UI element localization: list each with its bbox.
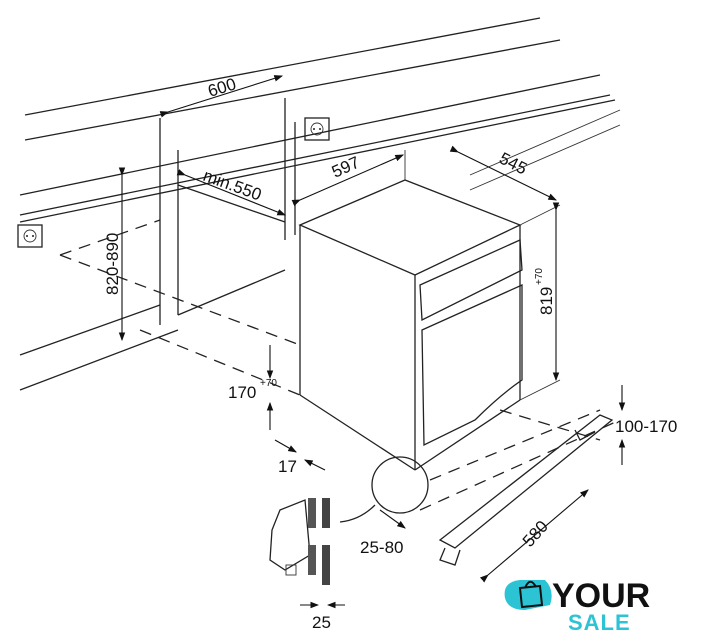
niche-width-label: 600 [206, 74, 239, 100]
niche-height-label: 820-890 [103, 233, 122, 295]
yoursale-logo: YOUR SALE [504, 577, 650, 635]
side-gap-label: 17 [278, 457, 297, 476]
logo-line1: YOUR [552, 577, 650, 615]
plinth-board [438, 414, 614, 566]
appliance-depth-label: 545 [496, 149, 530, 179]
floor-guide-lines [59, 219, 621, 511]
upper-cabinet-lines [19, 17, 616, 223]
fridge-appliance [298, 150, 561, 471]
hinge-detail [269, 456, 429, 585]
socket-icon [304, 117, 330, 141]
dimension-lines [118, 75, 626, 609]
plinth-height-label: 170 [228, 383, 256, 402]
plinth-adjust-label: 100-170 [615, 417, 677, 436]
socket-icon [17, 224, 43, 248]
detail-gap-label: 25 [312, 613, 331, 632]
plinth-length-label: 580 [519, 517, 552, 551]
logo-line2: SALE [568, 610, 631, 635]
door-offset-label: 25-80 [360, 538, 403, 557]
appliance-height-label: 819 [537, 287, 556, 315]
plinth-height-tolerance: +70 [260, 378, 277, 389]
appliance-height-tolerance: +70 [534, 268, 545, 285]
